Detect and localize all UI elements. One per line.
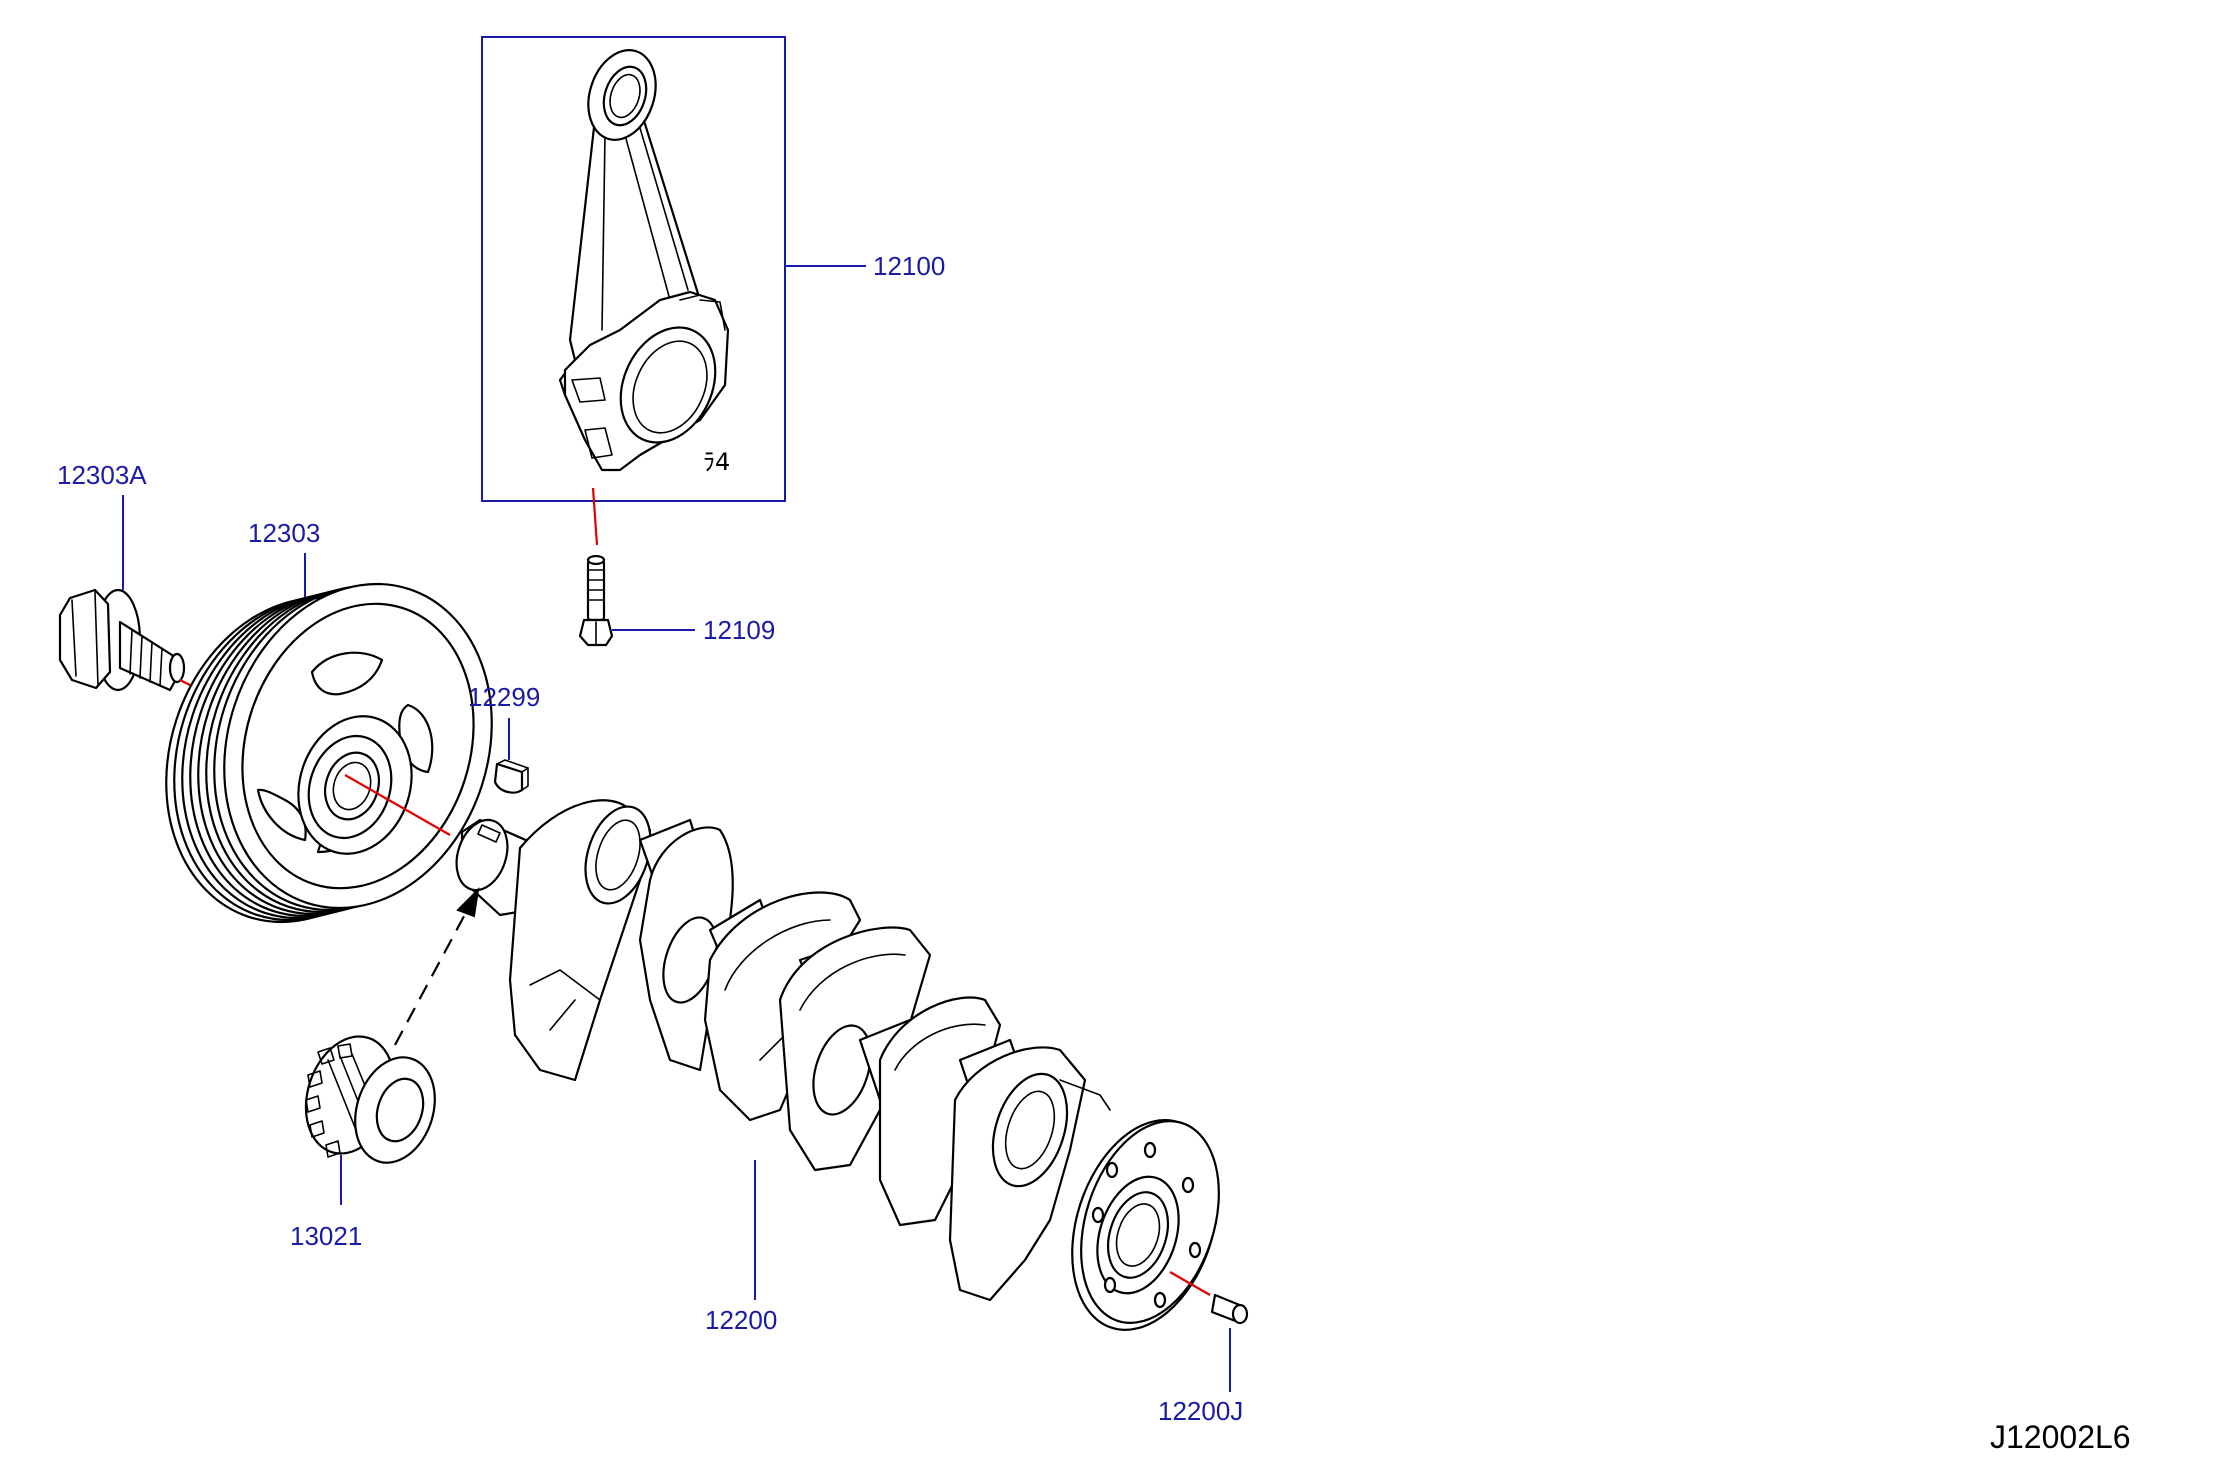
- pulley-bolt-icon[interactable]: [58, 588, 186, 692]
- connector-pulley-crank: [344, 774, 451, 836]
- woodruff-key-icon[interactable]: [493, 759, 529, 794]
- connecting-rod-group-box: [481, 36, 786, 502]
- crank-sprocket-icon[interactable]: [292, 1025, 448, 1173]
- part-label-12299[interactable]: 12299: [468, 682, 540, 712]
- connector-rod-bolt: [591, 487, 599, 546]
- crankshaft-icon[interactable]: [448, 798, 1243, 1349]
- part-label-12100[interactable]: 12100: [873, 251, 945, 281]
- rod-bolt-icon[interactable]: [578, 554, 614, 647]
- diagram-id: J12002L6: [1990, 1419, 2131, 1455]
- part-label-12303A[interactable]: 12303A: [57, 460, 147, 490]
- part-label-12303[interactable]: 12303: [248, 518, 320, 548]
- part-label-12200[interactable]: 12200: [705, 1305, 777, 1335]
- assembly-arrow: [394, 904, 471, 1046]
- pilot-pin-icon[interactable]: [1210, 1293, 1249, 1325]
- crank-pulley-icon[interactable]: [125, 549, 532, 957]
- part-label-12109[interactable]: 12109: [703, 615, 775, 645]
- part-label-13021[interactable]: 13021: [290, 1221, 362, 1251]
- quantity-mark: ﾗ4: [703, 448, 730, 476]
- connector-flange-pin: [1169, 1271, 1211, 1296]
- connecting-rod-icon[interactable]: [558, 41, 733, 472]
- part-label-12200J[interactable]: 12200J: [1158, 1396, 1243, 1426]
- assembly-arrow-head: [456, 887, 480, 918]
